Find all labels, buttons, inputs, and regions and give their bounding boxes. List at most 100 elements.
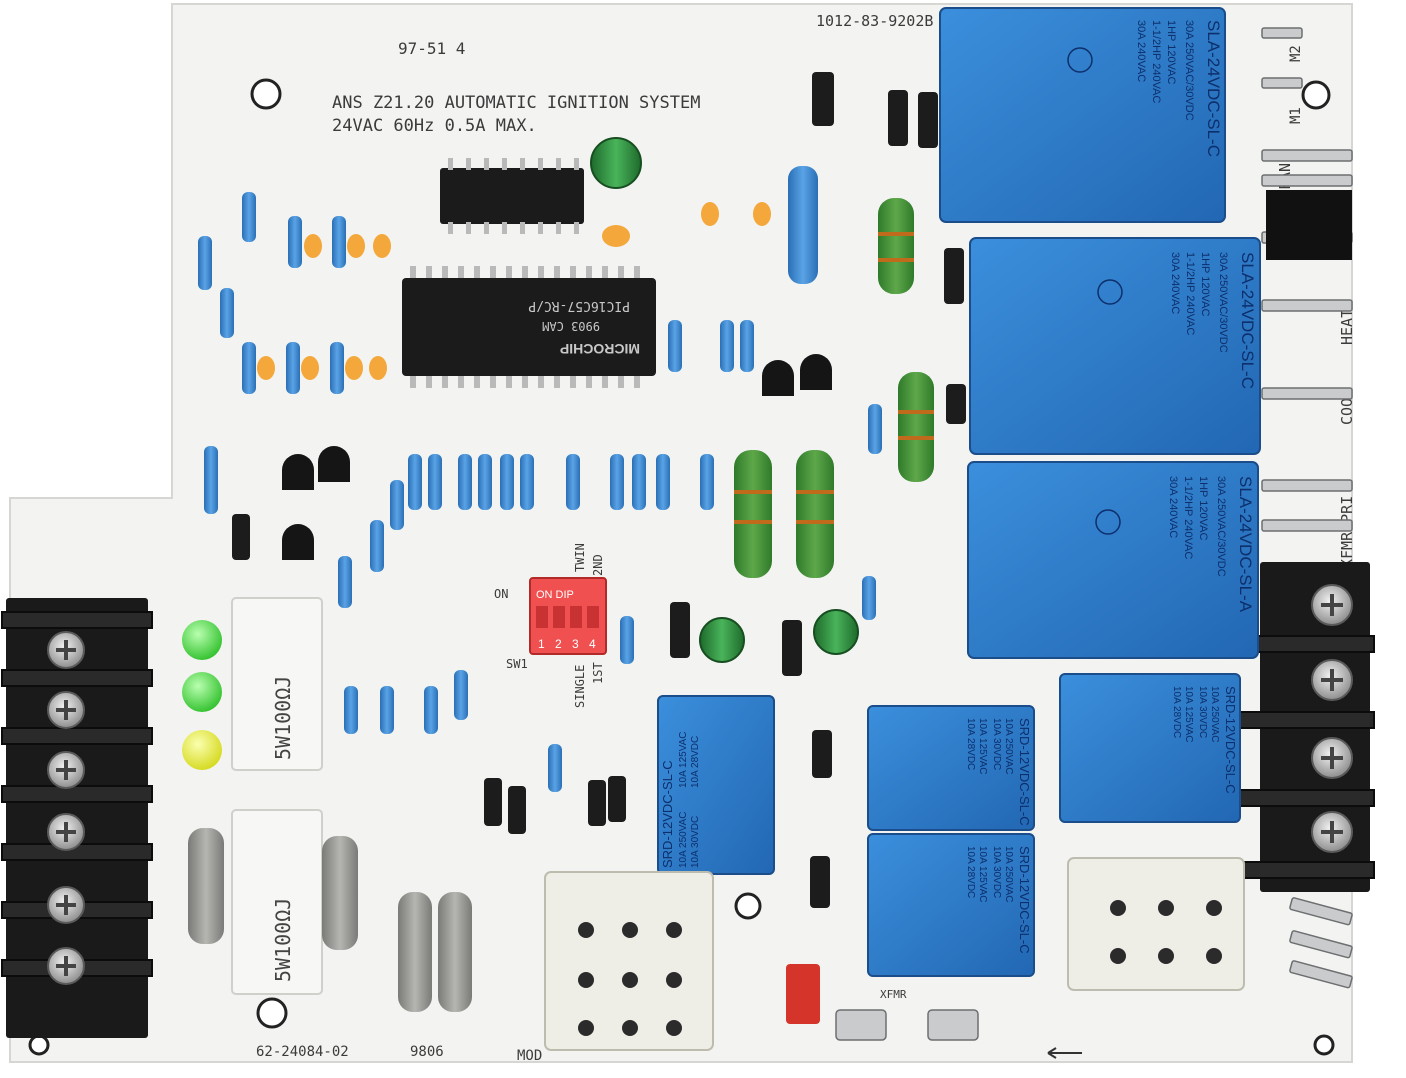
relay-spec: 30A 250VAC/30VDC — [1183, 20, 1195, 121]
dip-label-2nd: 2ND — [591, 554, 605, 576]
led-yellow — [182, 730, 222, 770]
relay-spec: 10A 250VAC — [678, 811, 689, 868]
relay-spec: 30A 250VAC/30VDC — [1215, 476, 1227, 577]
relay-model: SRD-12VDC-SL-C — [1017, 718, 1032, 826]
relay-spec: 10A 28VDC — [1171, 686, 1182, 738]
large-relay-1: SLA-24VDC-SL-C 30A 250VAC/30VDC 1HP 120V… — [939, 7, 1226, 223]
large-relay-3: SLA-24VDC-SL-A 30A 250VAC/30VDC 1HP 120V… — [967, 461, 1259, 659]
edge-labels: M2 M1 FAN HEAT COOL XFMR-PRI — [1276, 45, 1356, 568]
relay-spec: 10A 28VDC — [965, 846, 976, 898]
relay-spec: 10A 30VDC — [1197, 686, 1208, 738]
dip-number-4: 4 — [589, 637, 596, 651]
transistors — [282, 354, 832, 560]
film-capacitor — [786, 964, 820, 1024]
dip-number-1: 1 — [538, 637, 545, 651]
relay-spec: 10A 30VDC — [991, 718, 1002, 770]
relay-model: SRD-12VDC-SL-C — [1223, 686, 1238, 794]
status-leds — [182, 620, 222, 770]
relay-spec: 1HP 120VAC — [1197, 476, 1209, 540]
m1-label: M1 — [1288, 107, 1304, 124]
xfmr-label: XFMR — [880, 988, 907, 1001]
led-green-2 — [182, 672, 222, 712]
cqc-logo-icon — [1097, 279, 1123, 305]
board-bottom-code: 62-24084-02 — [256, 1044, 349, 1060]
dip-ref: SW1 — [506, 657, 528, 671]
relay-model: SLA-24VDC-SL-C — [1238, 252, 1257, 389]
relay-spec: 10A 125VAC — [977, 846, 988, 903]
large-relay-2: SLA-24VDC-SL-C 30A 250VAC/30VDC 1HP 120V… — [969, 237, 1261, 455]
relay-spec: 1-1/2HP 240VAC — [1150, 20, 1162, 103]
right-terminal-block[interactable] — [1227, 562, 1375, 892]
small-relay-p1: SRD-12VDC-SL-C 10A 250VAC 10A 30VDC 10A … — [657, 695, 775, 875]
relay-spec: 1-1/2HP 240VAC — [1184, 252, 1196, 335]
dip-number-2: 2 — [555, 637, 562, 651]
xfmr-pri-label: XFMR-PRI — [1338, 496, 1356, 568]
small-resistors — [198, 192, 882, 792]
small-relay-k4: SRD-12VDC-SL-C 10A 250VAC 10A 30VDC 10A … — [1059, 673, 1241, 823]
connector-xfmr[interactable] — [1067, 857, 1245, 991]
green-power-resistors — [734, 198, 934, 578]
dip-switch[interactable]: ON ON DIP 1 2 3 4 SW1 SINGLE 1ST TWIN 2N… — [494, 543, 607, 708]
dip-header: ON DIP — [536, 589, 574, 601]
relay-spec: 30A 240VAC — [1169, 252, 1181, 314]
connector-mode[interactable] — [544, 871, 714, 1051]
chip-code: 9903 CAM — [542, 319, 600, 333]
power-resistor-label: 5W100ΩJ — [271, 676, 295, 760]
relay-spec: 30A 240VAC — [1135, 20, 1147, 82]
resistor-r1 — [788, 166, 818, 284]
board-title-line-1: ANS Z21.20 AUTOMATIC IGNITION SYSTEM — [332, 93, 700, 113]
small-relay-k2: SRD-12VDC-SL-C 10A 250VAC 10A 30VDC 10A … — [867, 705, 1035, 831]
relay-spec: 10A 30VDC — [991, 846, 1002, 898]
left-terminal-block[interactable] — [1, 598, 153, 1038]
ceramic-capacitors — [257, 202, 771, 380]
mod-label: MOD — [517, 1048, 542, 1064]
heat-label: HEAT — [1338, 309, 1356, 345]
m2-label: M2 — [1288, 45, 1304, 62]
board-date-code: 9806 — [410, 1044, 444, 1060]
led-green-1 — [182, 620, 222, 660]
black-insulator — [1266, 190, 1352, 260]
relay-spec: 10A 28VDC — [690, 736, 701, 788]
relay-spec: 10A 30VDC — [690, 816, 701, 868]
power-resistor-2: 5W100ΩJ — [231, 809, 323, 995]
resistor-bands — [734, 232, 934, 524]
relay-spec: 10A 250VAC — [1003, 846, 1014, 903]
relay-model: SLA-24VDC-SL-C — [1204, 20, 1223, 157]
board-title-line-2: 24VAC 60Hz 0.5A MAX. — [332, 116, 537, 136]
small-ic — [440, 158, 584, 234]
relay-spec: 30A 250VAC/30VDC — [1217, 252, 1229, 353]
dip-label-1st: 1ST — [591, 662, 605, 684]
dip-number-3: 3 — [572, 637, 579, 651]
relay-model: SRD-12VDC-SL-C — [1017, 846, 1032, 954]
relay-spec: 1HP 120VAC — [1199, 252, 1211, 316]
cqc-logo-icon — [1067, 47, 1093, 73]
relay-spec: 1-1/2HP 240VAC — [1182, 476, 1194, 559]
relay-spec: 10A 28VDC — [965, 718, 976, 770]
grey-resistors — [188, 828, 472, 1012]
microcontroller-chip: MICROCHIP 9903 CAM PIC16C57-RC/P — [402, 266, 656, 388]
arrow-left-icon — [1047, 1047, 1082, 1059]
dip-label-single: SINGLE — [573, 665, 587, 708]
relay-spec: 10A 125VAC — [678, 731, 689, 788]
board-part-number: 1012-83-9202B — [816, 12, 933, 30]
power-resistor-1: 5W100ΩJ — [231, 597, 323, 771]
relay-model: SLA-24VDC-SL-A — [1236, 476, 1255, 613]
chip-part: PIC16C57-RC/P — [528, 298, 630, 313]
relay-spec: 10A 250VAC — [1209, 686, 1220, 743]
electrolytic-capacitors — [590, 137, 859, 663]
relay-spec: 1HP 120VAC — [1165, 20, 1177, 84]
cqc-logo-icon — [1095, 509, 1121, 535]
power-resistor-label: 5W100ΩJ — [271, 898, 295, 982]
relay-spec: 10A 125VAC — [1183, 686, 1194, 743]
dip-label-twin: TWIN — [573, 543, 587, 572]
small-relay-k3: SRD-12VDC-SL-C 10A 250VAC 10A 30VDC 10A … — [867, 833, 1035, 977]
diodes — [232, 72, 966, 908]
relay-model: SRD-12VDC-SL-C — [660, 760, 675, 868]
relay-spec: 30A 240VAC — [1167, 476, 1179, 538]
chip-brand: MICROCHIP — [560, 341, 640, 357]
relay-spec: 10A 250VAC — [1003, 718, 1014, 775]
relay-spec: 10A 125VAC — [977, 718, 988, 775]
dip-on-label: ON — [494, 587, 508, 601]
board-model-code: 97-51 4 — [398, 39, 465, 58]
